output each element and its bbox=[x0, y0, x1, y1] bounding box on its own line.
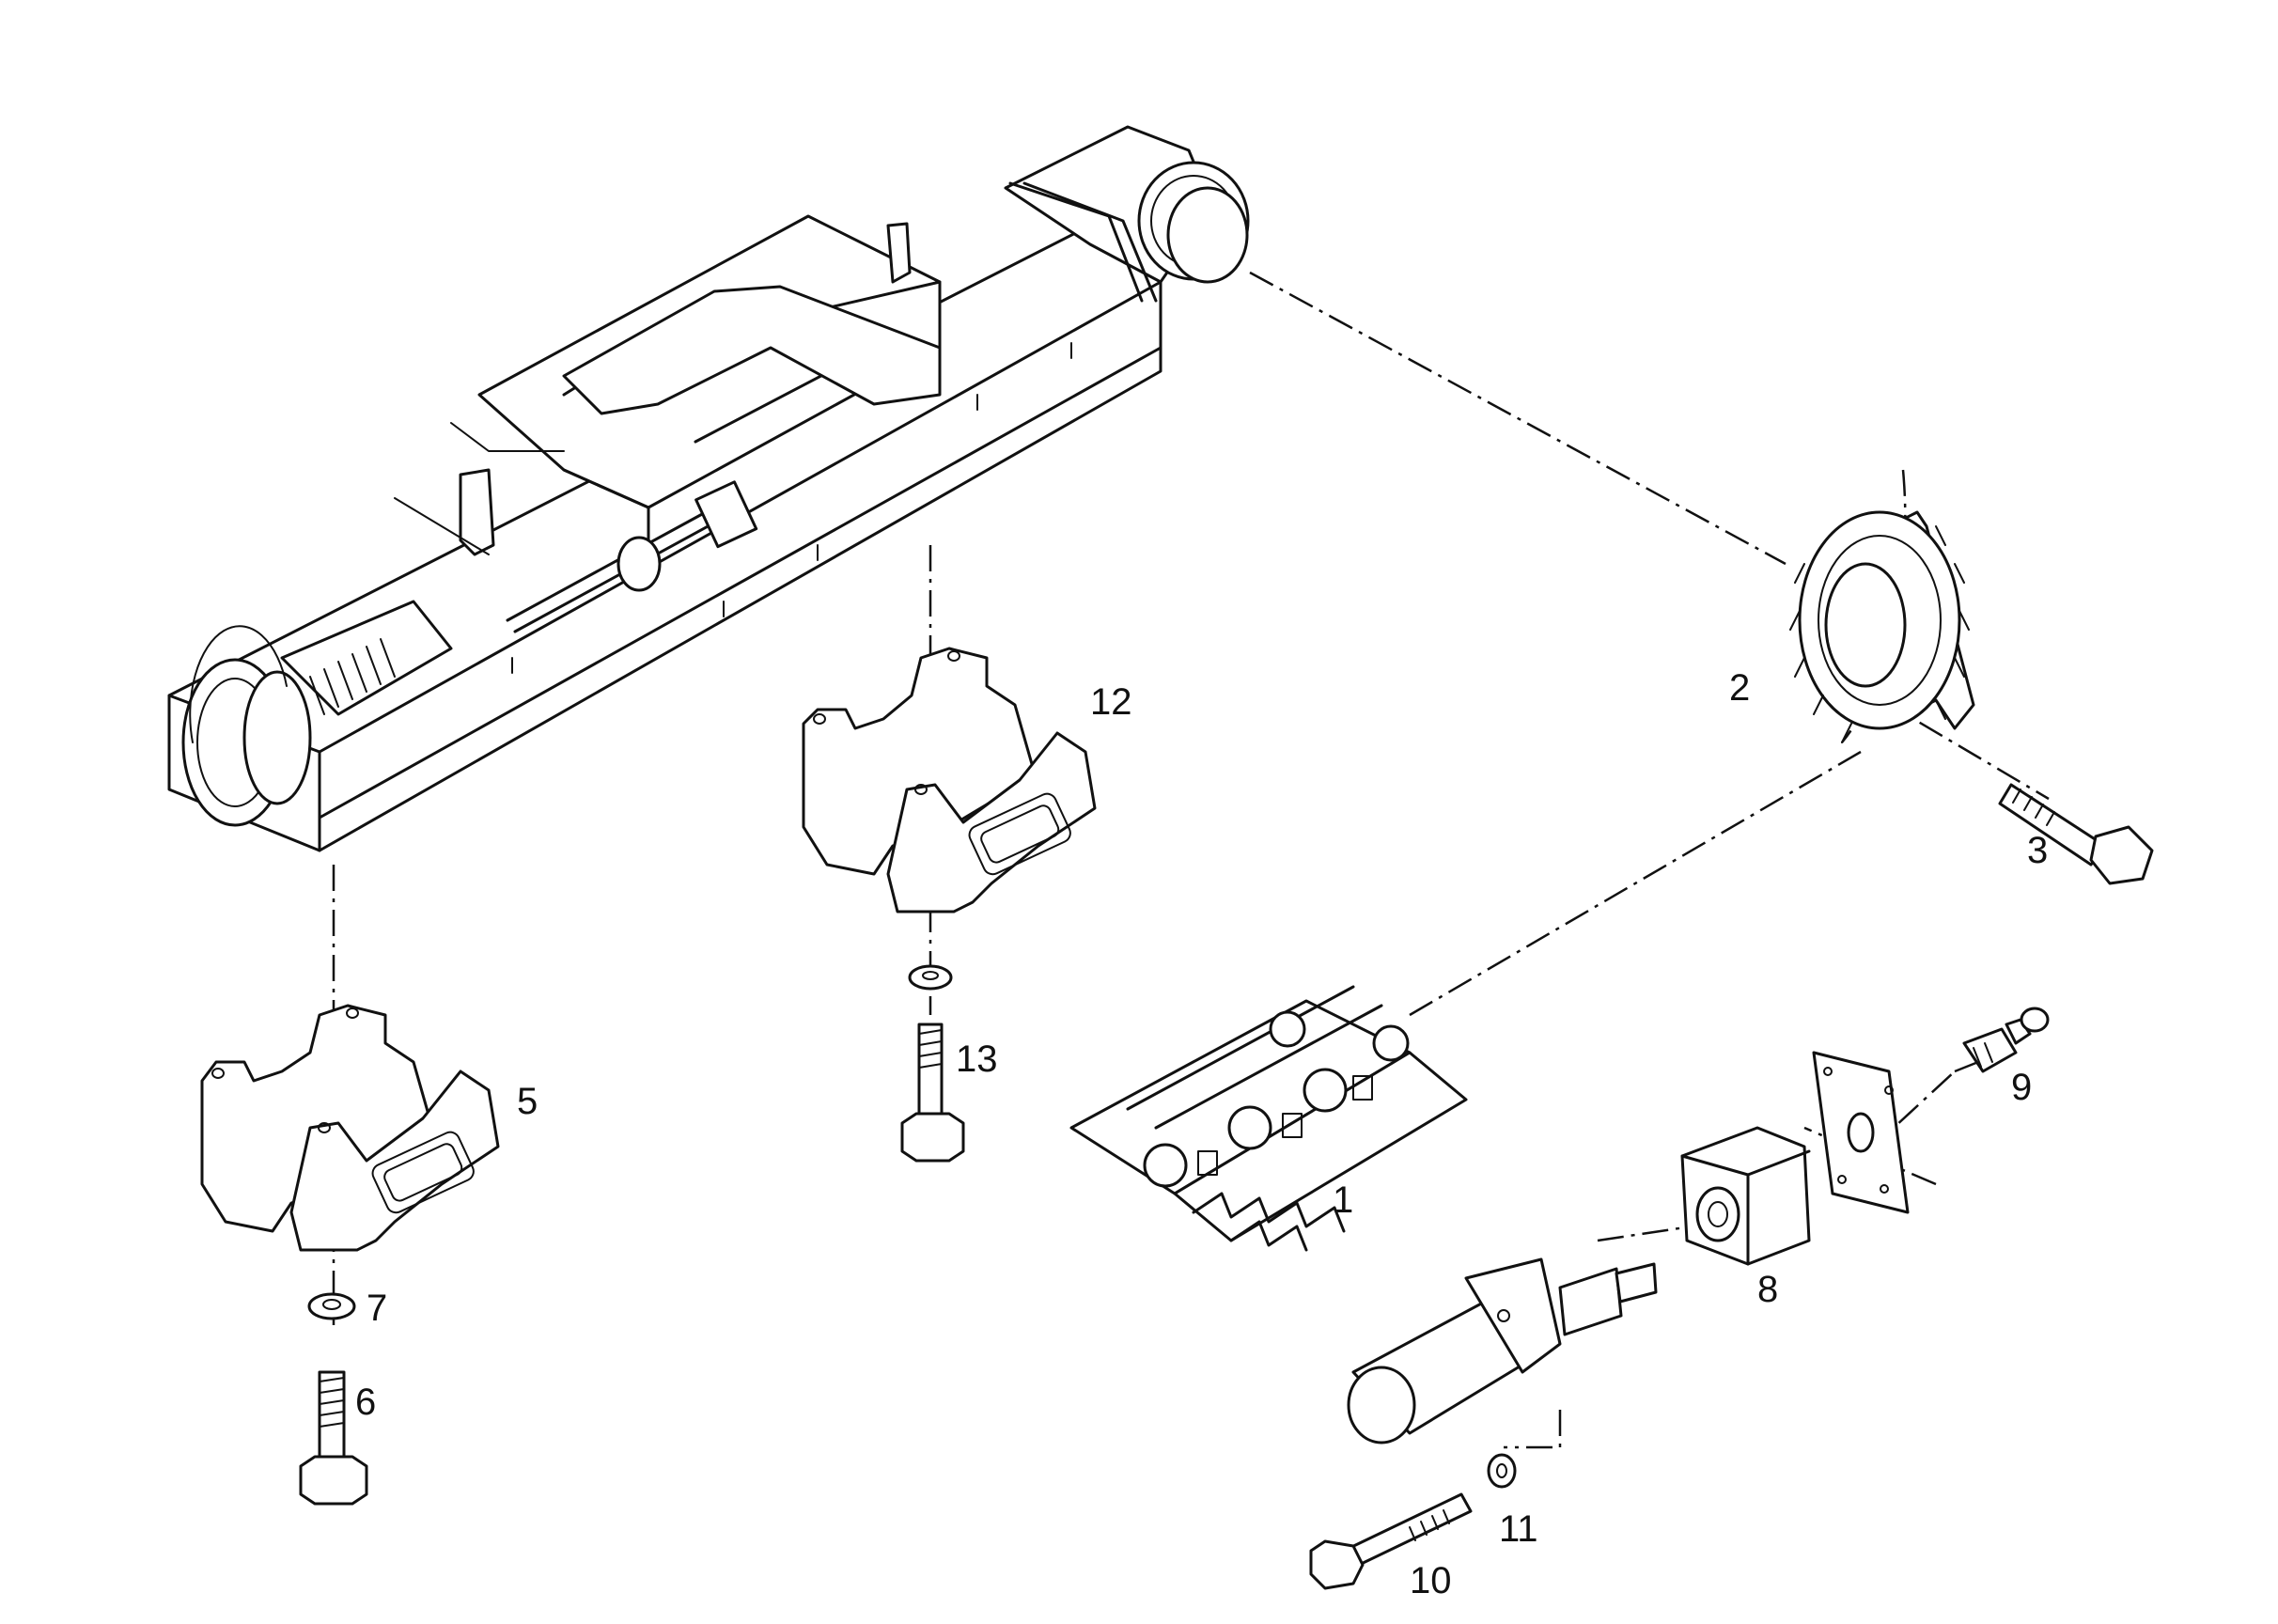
bolt-6 bbox=[299, 1370, 368, 1506]
bolt-10 bbox=[1309, 1492, 1473, 1590]
washer-13 bbox=[908, 964, 953, 991]
fitting-9 bbox=[1962, 1007, 2050, 1073]
callout-7: 7 bbox=[367, 1288, 387, 1329]
callout-labels: 1 2 3 5 6 7 8 9 10 11 12 13 bbox=[355, 667, 2048, 1601]
washer-7 bbox=[307, 1292, 356, 1320]
track-chain bbox=[1069, 985, 1468, 1252]
callout-13: 13 bbox=[956, 1038, 998, 1080]
callout-2: 2 bbox=[1729, 667, 1750, 709]
track-frame bbox=[167, 125, 1250, 852]
callout-5: 5 bbox=[517, 1081, 538, 1122]
bolt-3 bbox=[1998, 783, 2154, 885]
track-roller-5 bbox=[200, 1004, 500, 1252]
washer-11 bbox=[1487, 1453, 1517, 1489]
mounting-plate bbox=[1812, 1051, 1910, 1214]
carrier-roller-12 bbox=[802, 647, 1097, 914]
callout-3: 3 bbox=[2027, 830, 2048, 871]
gearbox-8 bbox=[1680, 1126, 1811, 1266]
bolt-13 bbox=[900, 1023, 965, 1163]
callout-8: 8 bbox=[1757, 1269, 1778, 1310]
callout-9: 9 bbox=[2011, 1067, 2032, 1108]
callout-10: 10 bbox=[1410, 1560, 1452, 1601]
callout-12: 12 bbox=[1090, 681, 1132, 723]
drive-motor bbox=[1347, 1257, 1658, 1444]
callout-1: 1 bbox=[1333, 1179, 1353, 1221]
sprocket bbox=[1789, 510, 1975, 743]
callout-11: 11 bbox=[1499, 1508, 1538, 1550]
callout-6: 6 bbox=[355, 1382, 376, 1423]
